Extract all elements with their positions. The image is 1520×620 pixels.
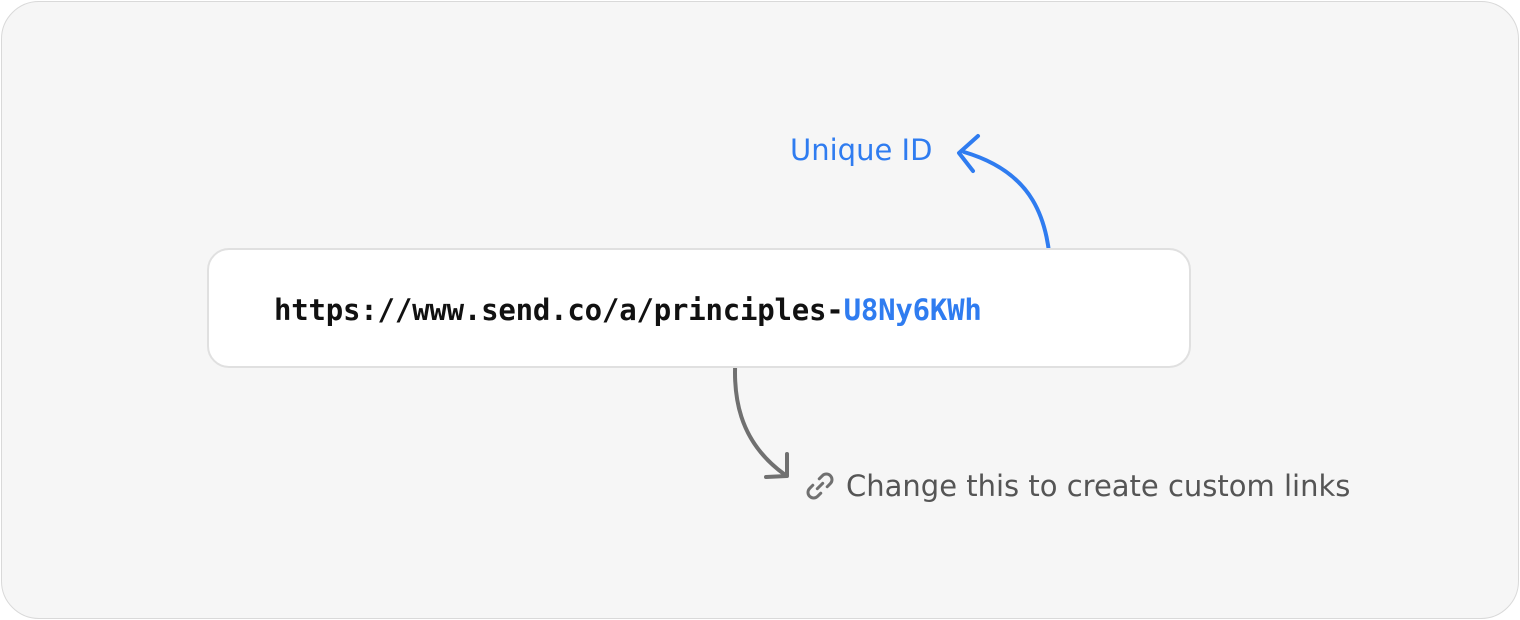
url-unique-id-segment: U8Ny6KWh: [843, 293, 982, 327]
custom-link-note: Change this to create custom links: [802, 468, 1350, 504]
custom-link-label: Change this to create custom links: [846, 469, 1351, 503]
unique-id-label: Unique ID: [790, 133, 933, 167]
url-box: https://www.send.co/a/principles-U8Ny6KW…: [207, 248, 1191, 368]
url-text: https://www.send.co/a/principles-U8Ny6KW…: [274, 292, 982, 328]
custom-link-arrowhead: [764, 452, 789, 479]
url-base-segment: https://www.send.co/a/principles-: [274, 293, 844, 327]
link-icon: [806, 472, 834, 500]
unique-id-arrowhead: [957, 134, 980, 173]
